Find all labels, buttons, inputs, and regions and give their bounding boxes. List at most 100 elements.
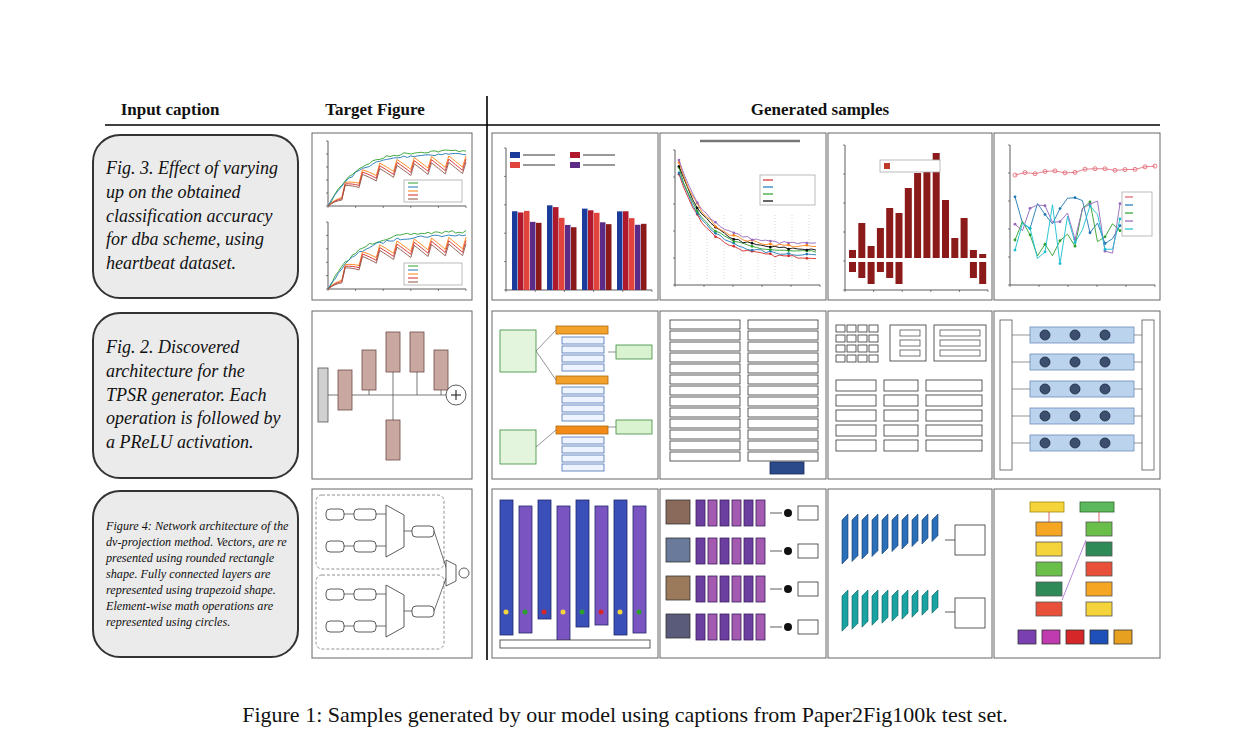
vector-box [326, 621, 344, 632]
grid-cell [858, 335, 867, 342]
conv-block [362, 350, 376, 390]
header-block [556, 376, 608, 384]
conv-block [338, 370, 352, 410]
connector-line [344, 626, 354, 627]
connector-line [393, 372, 394, 395]
table-cell [670, 320, 740, 329]
color-block [1066, 630, 1084, 644]
caption-text: Figure 4: Network architecture of the dv… [106, 518, 289, 631]
chart-legend-box [1122, 192, 1152, 236]
zigzag-marker [1059, 207, 1062, 210]
layer-slab [842, 590, 848, 631]
axis-tick [673, 285, 675, 286]
marker-dot [599, 610, 604, 615]
curve-marker [769, 240, 772, 243]
table-cell [670, 353, 740, 362]
bar [606, 224, 612, 290]
grid-line [724, 215, 725, 280]
table-cell [670, 331, 740, 340]
target-frame [312, 489, 472, 658]
connector-line [1062, 540, 1086, 600]
feature-block [696, 538, 705, 564]
op-block [562, 414, 604, 421]
curve-marker [751, 239, 754, 242]
connector-line [1012, 443, 1030, 444]
grid-cell [847, 355, 856, 362]
axis-tick [902, 290, 903, 292]
conv-block [386, 332, 400, 372]
target-frame [312, 311, 472, 479]
op-block [562, 364, 604, 371]
legend-sample [408, 278, 418, 279]
color-block [1086, 602, 1112, 616]
caption-box: Fig. 2. Discovered architecture for the … [92, 312, 299, 479]
axis-tick [383, 206, 384, 208]
legend-text-line [583, 154, 615, 156]
op-block [940, 350, 980, 356]
accuracy-curve [328, 237, 466, 289]
marker-dot [504, 610, 509, 615]
zigzag-marker [1044, 213, 1047, 216]
legend-sample [763, 186, 773, 187]
table-cell [748, 320, 818, 329]
neuron-circle [1100, 357, 1110, 367]
sample-frame [994, 489, 1160, 658]
axis-tick [843, 174, 845, 175]
target-frame [312, 133, 472, 300]
axis-tick [355, 206, 356, 208]
layer-slab [912, 514, 918, 547]
color-block [1090, 630, 1108, 644]
loss-curve [679, 162, 816, 246]
layer-slab [872, 590, 878, 625]
curve-marker [769, 246, 772, 249]
dashed-panel [316, 495, 444, 569]
legend-text-line [583, 164, 615, 166]
caption-text: Fig. 2. Discovered architecture for the … [106, 336, 289, 455]
sample-frame [492, 311, 658, 479]
op-block [836, 380, 876, 391]
axis-tick [383, 289, 384, 291]
bar [868, 246, 875, 258]
bar [582, 209, 588, 290]
curve-marker [733, 234, 736, 237]
neuron-circle [1100, 330, 1110, 340]
bar [914, 173, 921, 258]
trend-marker [1083, 167, 1087, 171]
axis-tick [466, 206, 467, 208]
bar [571, 227, 577, 290]
bar [617, 211, 623, 290]
zigzag-marker [1119, 218, 1122, 221]
zigzag-marker [1119, 229, 1122, 232]
color-block [1086, 562, 1112, 576]
bar [970, 250, 977, 258]
feature-block [696, 500, 705, 526]
op-block [884, 395, 918, 406]
zigzag-marker [1074, 245, 1077, 248]
color-block [1080, 502, 1114, 512]
image-thumb [666, 576, 690, 600]
layer-column [519, 506, 532, 633]
op-block [940, 330, 980, 336]
op-block [836, 440, 876, 451]
legend-sample [1125, 212, 1133, 213]
grid-cell [836, 355, 845, 362]
axis-tick [791, 285, 792, 287]
caption-box: Fig. 3. Effect of varying up on the obta… [92, 134, 299, 299]
color-block [1036, 582, 1062, 596]
table-cell [670, 375, 740, 384]
layer-slab [842, 514, 848, 564]
vector-box [412, 606, 434, 617]
color-block [1086, 542, 1112, 556]
grid-line [707, 215, 708, 280]
op-circle [784, 547, 792, 555]
neuron-circle [1040, 411, 1050, 421]
curve-marker [787, 252, 790, 255]
connector-line [770, 513, 782, 514]
table-cell [748, 353, 818, 362]
grid-line [809, 215, 810, 280]
legend-sample [1125, 220, 1133, 221]
op-block [926, 380, 982, 391]
layer-slab [882, 590, 888, 623]
layer-slab [932, 590, 938, 613]
fc-trapezoid [446, 560, 456, 586]
